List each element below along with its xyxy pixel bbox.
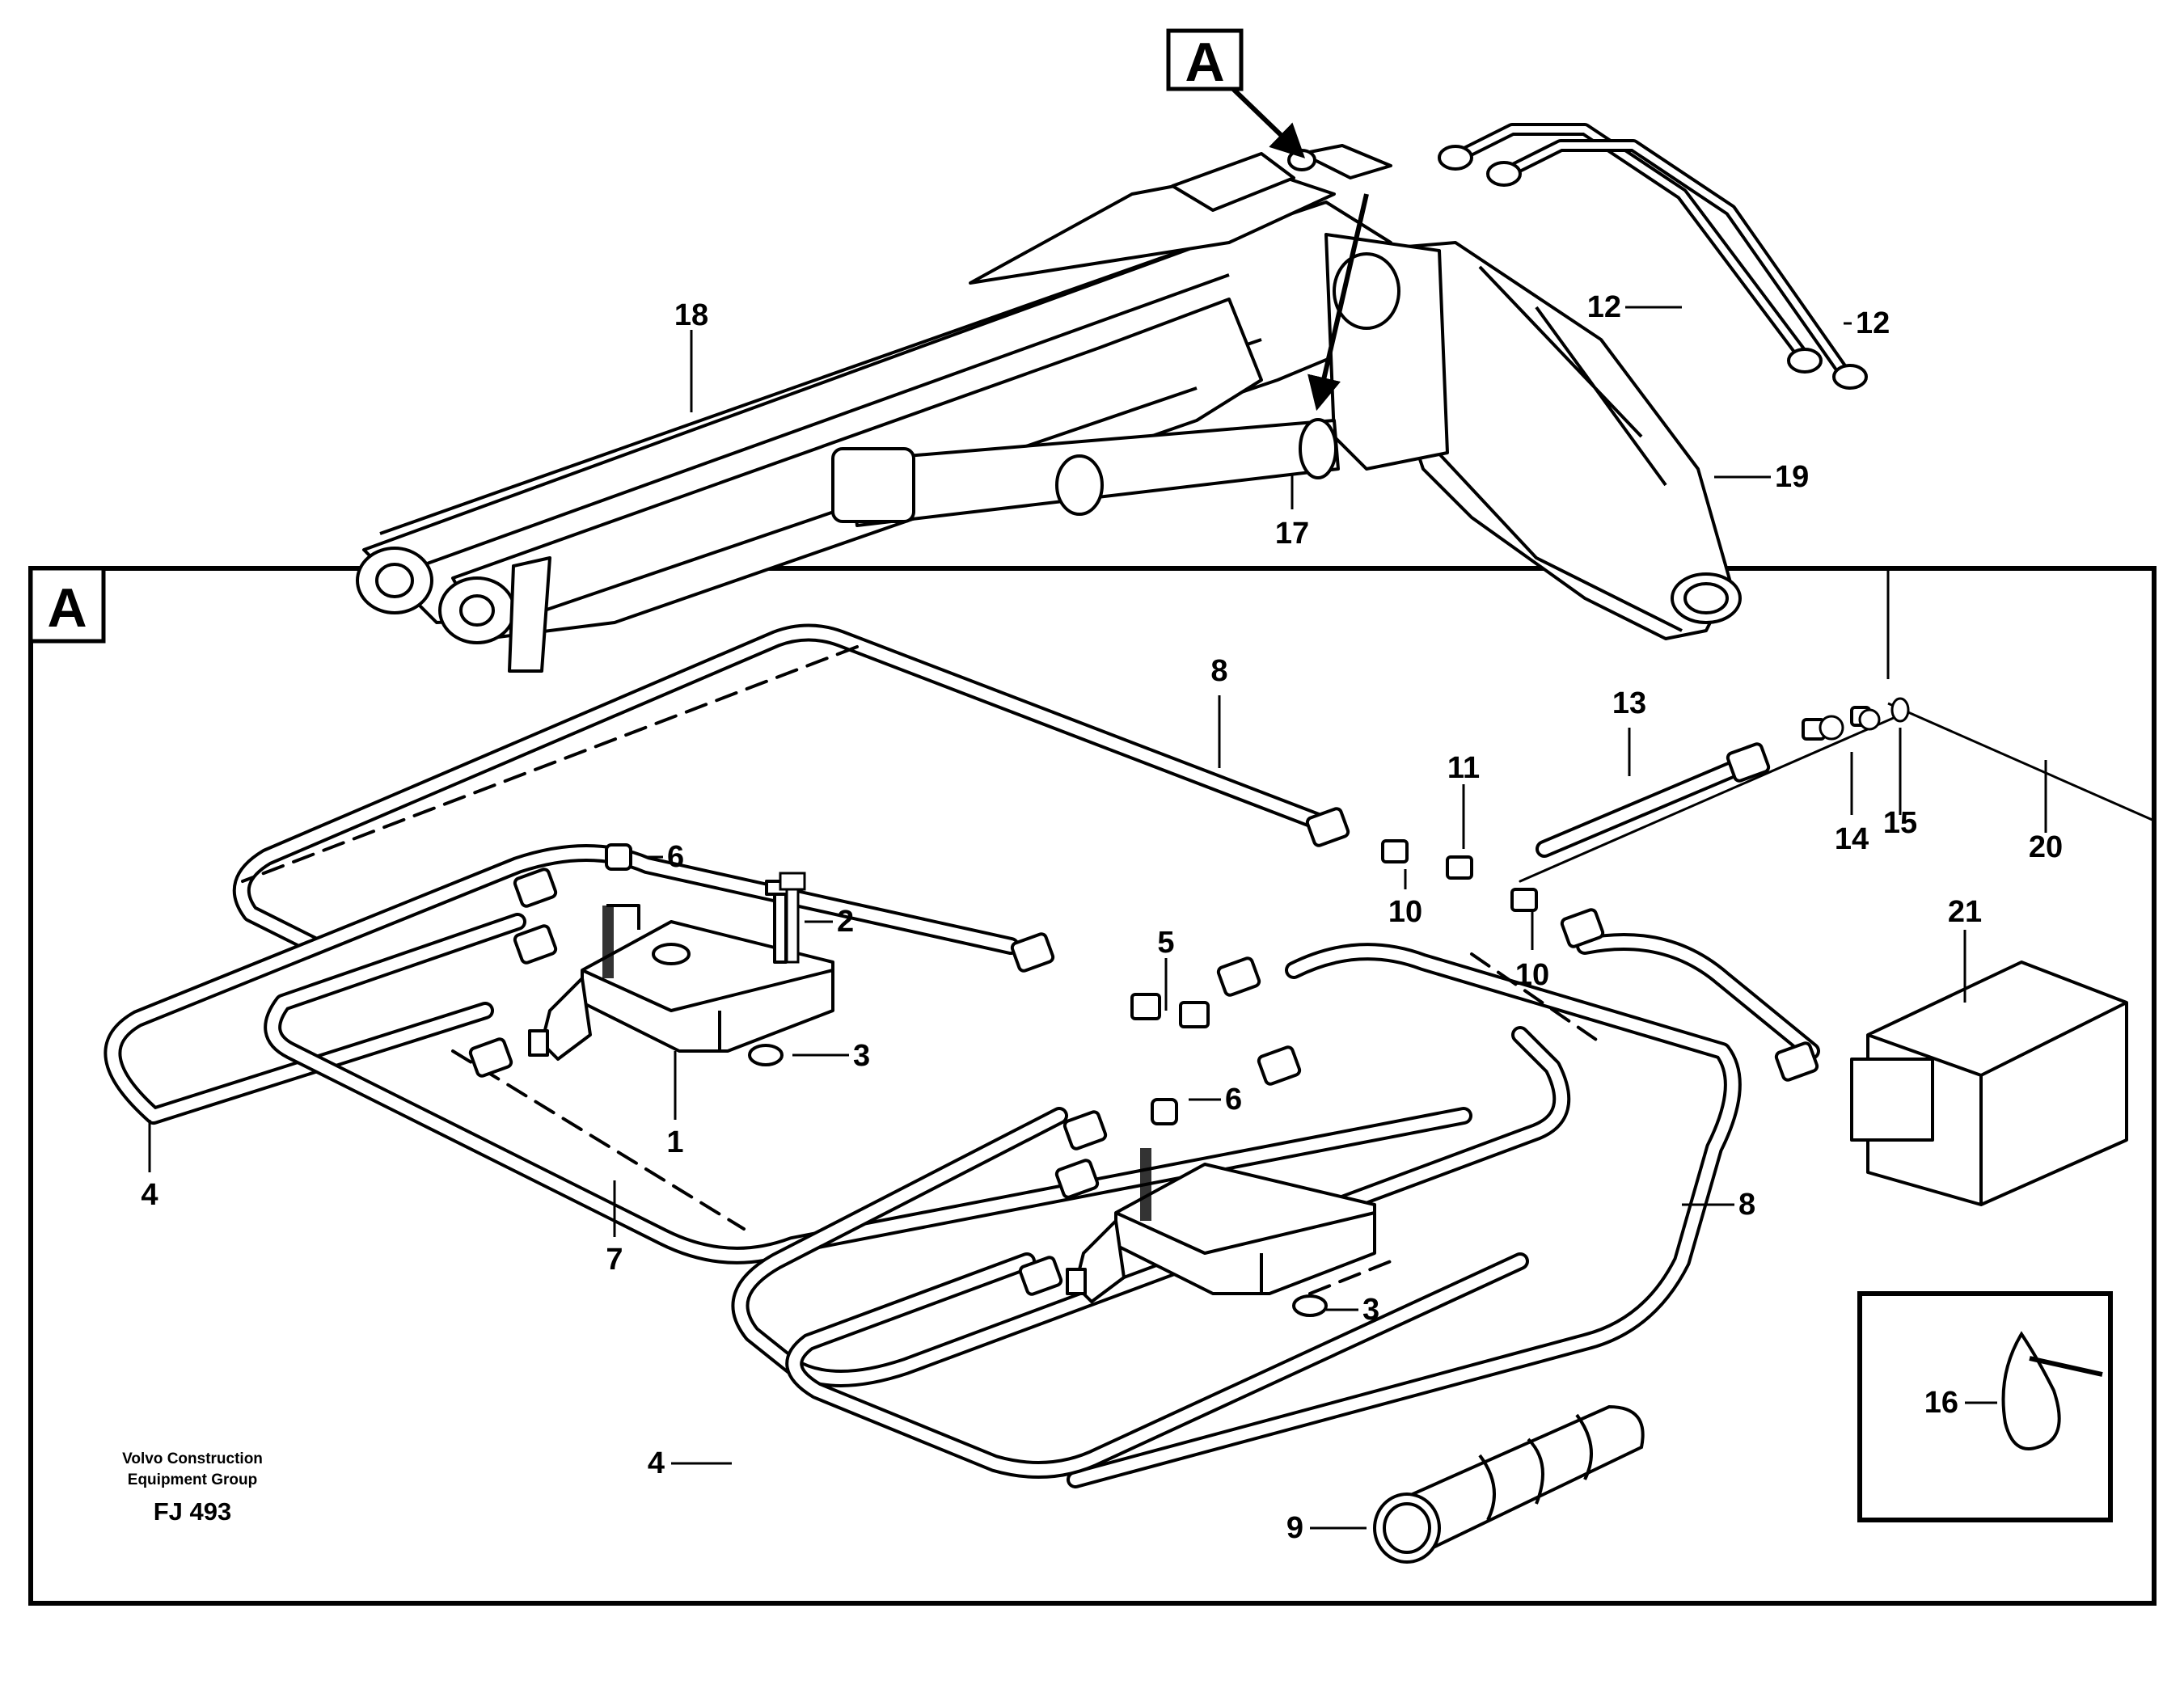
small-parts — [779, 697, 1910, 964]
callout-8-lower: 8 — [1738, 1188, 1755, 1222]
callout-4-left: 4 — [141, 1178, 158, 1212]
box-21 — [1850, 960, 2128, 1206]
hose-7 — [451, 1049, 746, 1231]
callout-12-left: 12 — [1587, 290, 1621, 324]
callout-19: 19 — [1775, 460, 1809, 494]
callout-10-left: 10 — [1388, 895, 1422, 929]
hose-routing — [103, 623, 1910, 1488]
callout-16: 16 — [1924, 1386, 1958, 1420]
callout-3-lower: 3 — [1362, 1293, 1379, 1327]
callout-6-lower: 6 — [1225, 1083, 1242, 1117]
callout-11: 11 — [1447, 751, 1480, 785]
callout-18: 18 — [674, 298, 708, 332]
callout-4-lower: 4 — [648, 1446, 665, 1480]
callout-9: 9 — [1286, 1511, 1303, 1545]
view-marker: A — [1166, 28, 1369, 412]
callout-13: 13 — [1612, 686, 1646, 720]
boom-assembly — [356, 123, 1868, 673]
drawing-code: FJ 493 — [154, 1497, 232, 1526]
callout-10-right: 10 — [1515, 958, 1549, 992]
protective-sleeve-9 — [1373, 1404, 1645, 1564]
callout-14: 14 — [1835, 822, 1869, 856]
callout-12-right: 12 — [1856, 306, 1890, 340]
callout-leaders — [148, 306, 2047, 1530]
credit-line-2: Equipment Group — [128, 1471, 257, 1488]
callout-3-upper: 3 — [853, 1039, 870, 1073]
clamp-inset — [1857, 1291, 2113, 1522]
fittings — [468, 706, 1871, 1296]
callout-5: 5 — [1157, 926, 1174, 960]
callout-8-top: 8 — [1210, 654, 1227, 688]
callout-7: 7 — [606, 1243, 623, 1277]
detail-label-box — [28, 566, 106, 644]
callout-2: 2 — [837, 905, 854, 939]
detail-frame: A — [28, 566, 2157, 1606]
callout-labels: 18 12 12 19 17 8 13 14 15 20 11 10 10 21… — [141, 290, 2063, 1545]
callout-21: 21 — [1948, 895, 1982, 929]
valve-block-2 — [1066, 1148, 1376, 1317]
valve-block-1 — [528, 880, 834, 1066]
detail-label: A — [47, 577, 87, 639]
credit-block: Volvo Construction Equipment Group FJ 49… — [122, 1450, 263, 1526]
mounted-block — [1300, 144, 1392, 179]
callout-17: 17 — [1275, 517, 1309, 551]
callout-1: 1 — [666, 1125, 683, 1159]
callout-6-upper: 6 — [667, 840, 684, 874]
callout-20: 20 — [2029, 830, 2063, 864]
credit-line-1: Volvo Construction — [122, 1450, 263, 1467]
callout-15: 15 — [1883, 806, 1917, 840]
view-marker-letter: A — [1185, 32, 1224, 93]
